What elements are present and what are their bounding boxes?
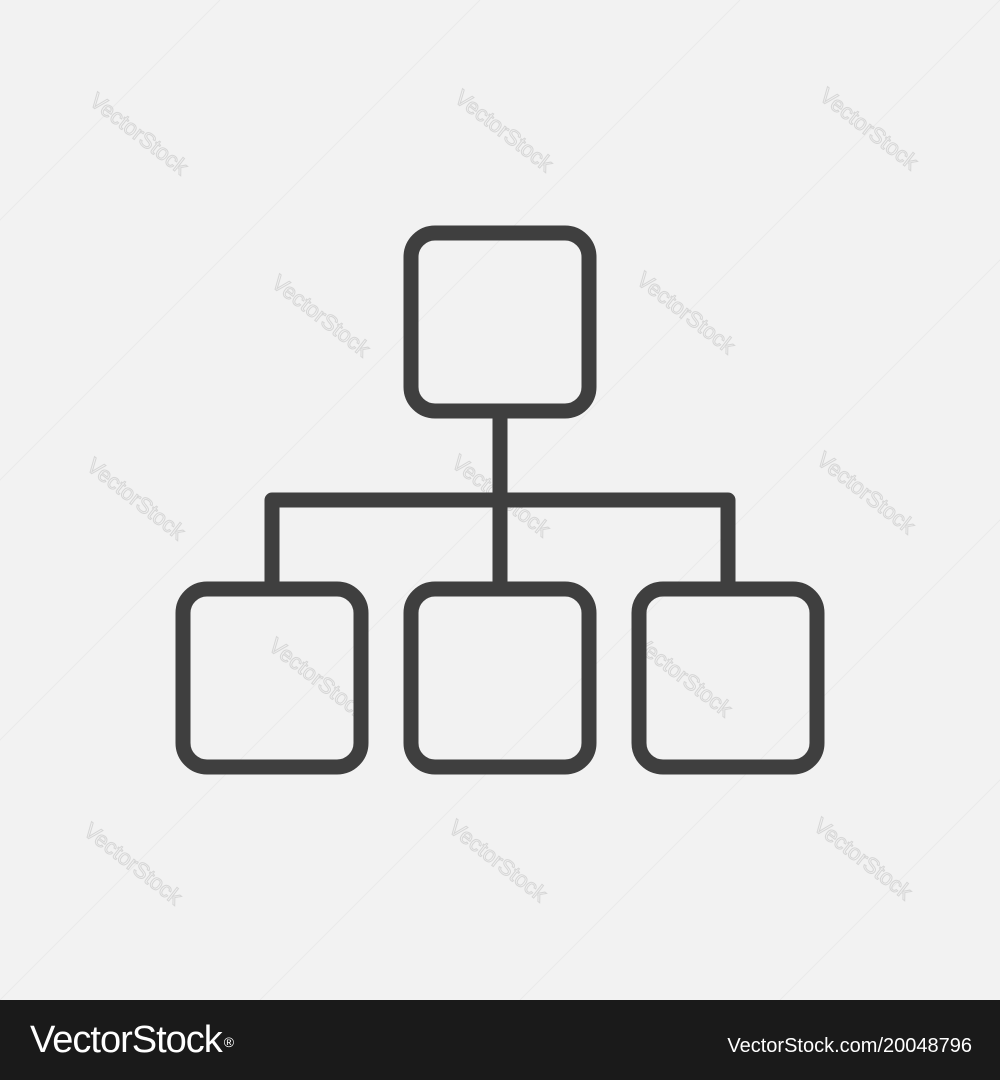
footer-brand-logo: VectorStock® <box>30 1019 234 1061</box>
bottom-right-node-box <box>631 581 825 775</box>
branch-connector <box>264 492 736 589</box>
footer-brand-text: VectorStock <box>30 1019 223 1061</box>
footer-image-url: VectorStock.com/20048796 <box>727 1035 972 1057</box>
registered-mark: ® <box>223 1034 234 1050</box>
bottom-left-node-box <box>175 581 369 775</box>
hierarchy-structure-icon <box>175 225 825 775</box>
bottom-center-node-box <box>403 581 597 775</box>
top-node-box <box>403 225 597 419</box>
footer-bar: VectorStock® VectorStock.com/20048796 <box>0 1000 1000 1080</box>
